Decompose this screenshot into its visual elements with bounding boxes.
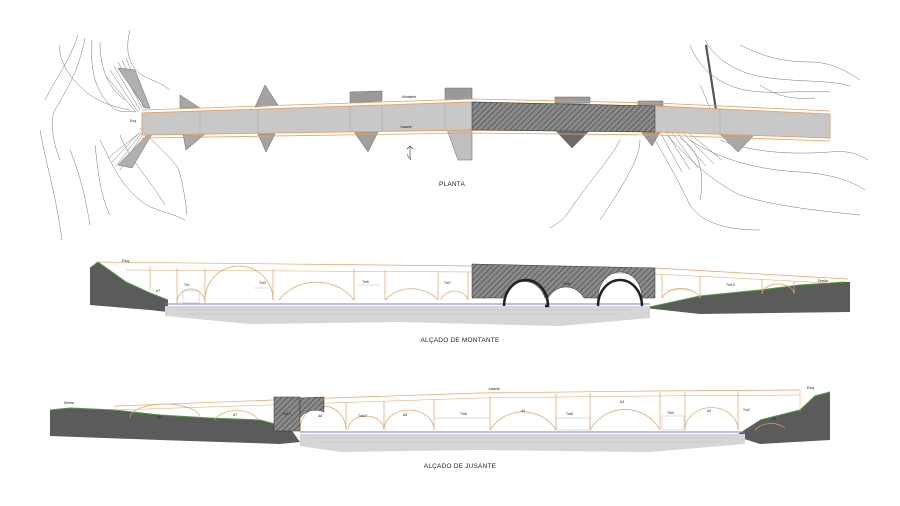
upstream-left-abutment — [90, 262, 168, 312]
upstream-label-3: Tm5 — [362, 280, 369, 284]
downstream-elevation: Direita Esq. Jusante A8 A7 Tm12 A6 Tm10 … — [49, 385, 831, 470]
plan-piers — [117, 67, 756, 169]
downstream-title: ALÇADO DE JUSANTE — [424, 463, 497, 470]
downstream-label-11: A2 — [707, 409, 711, 413]
upstream-label-5: Tm9 — [563, 282, 570, 286]
downstream-riverbed — [300, 434, 745, 452]
plan-marker-post — [704, 44, 718, 111]
plan-deck — [141, 98, 831, 142]
downstream-label-6: Tm8 — [460, 412, 467, 416]
downstream-arches — [129, 391, 786, 431]
upstream-title: ALÇADO DE MONTANTE — [421, 337, 500, 344]
upstream-label-2: Tm3 — [259, 281, 266, 285]
upstream-label-0: A7 — [156, 289, 160, 293]
downstream-label-13: A1 — [772, 417, 776, 421]
upstream-right-abutment — [645, 282, 850, 314]
upstream-arches — [149, 265, 795, 304]
plan-title: PLANTA — [439, 181, 465, 188]
plan-downstream-label: Jusante — [400, 125, 412, 129]
upstream-label-6: Tm13 — [726, 283, 735, 287]
downstream-label-5: A5 — [403, 413, 407, 417]
plan-left-bank-label: Esq. — [130, 119, 137, 123]
upstream-left-bank: Esq. — [122, 258, 130, 263]
downstream-label-1: A7 — [233, 413, 237, 417]
downstream-label-8: Tm6 — [566, 412, 573, 416]
upstream-right-bank: Direita — [818, 279, 828, 283]
upstream-elevation: Esq. Direita A7 Tn1 Tm3 Tm5 Tm7 Tm9 Tm13… — [89, 258, 850, 344]
downstream-top-label: Jusante — [488, 387, 500, 391]
downstream-left-bank: Direita — [64, 401, 74, 405]
plan-upstream-label: Montante — [402, 95, 416, 99]
downstream-label-3: A6 — [318, 414, 322, 418]
downstream-hatched-span — [273, 396, 325, 432]
upstream-hatched-span — [471, 263, 656, 308]
downstream-label-4: Tm10 — [358, 414, 367, 418]
downstream-right-bank: Esq. — [807, 385, 815, 390]
upstream-label-1: Tn1 — [184, 283, 190, 287]
downstream-label-9: A3 — [620, 400, 624, 404]
plan-view: Montante Jusante Esq. PLANTA — [39, 29, 869, 241]
downstream-label-7: A4 — [521, 409, 525, 413]
downstream-left-abutment — [50, 408, 300, 444]
downstream-label-10: Tm4 — [667, 411, 674, 415]
downstream-label-12: Tm2 — [743, 408, 750, 412]
north-arrow — [406, 145, 414, 161]
downstream-right-abutment — [735, 392, 830, 444]
downstream-label-0: A8 — [157, 415, 161, 419]
downstream-label-2: Tm12 — [282, 412, 291, 416]
upstream-riverbed — [165, 306, 650, 326]
upstream-label-4: Tm7 — [444, 281, 451, 285]
